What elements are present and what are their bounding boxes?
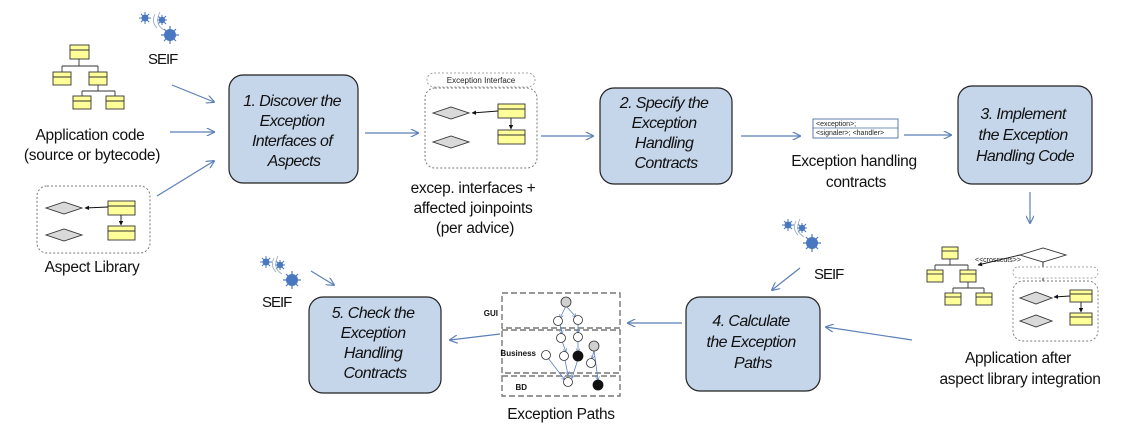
application-code-tree [52, 44, 125, 110]
step-5-line-4: Contracts [343, 365, 407, 382]
layer-gui: GUI [484, 309, 498, 318]
contracts-line-1: Exception handling [791, 153, 917, 170]
step-5-box: 5. Check the Exception Handling Contract… [308, 296, 442, 394]
exc-interfaces-line-2: affected joinpoints [414, 200, 534, 217]
seif-label-bottom: SEIF [262, 294, 292, 311]
step-4-line-1: 4. Calculate [712, 313, 790, 330]
layer-business: Business [500, 349, 536, 358]
seif-icon-top [139, 11, 179, 44]
exception-interface-artifact: Exception Interface [424, 72, 538, 169]
step-4-line-2: the Exception [706, 334, 796, 351]
svg-text:Exception handling contrac: Exception handling contracts [791, 153, 921, 191]
contracts-artifact: <exception>; <signaler>; <handler> [812, 118, 899, 139]
exc-interfaces-line-1: excep. interfaces + [411, 180, 536, 197]
step-2-line-2: Exception [632, 115, 698, 132]
step-2-box: 2. Specify the Exception Handling Contra… [599, 87, 733, 185]
seif-label-top: SEIF [148, 51, 178, 68]
step-1-line-3: Interfaces of [252, 133, 334, 150]
seif-icon-bottom [260, 255, 301, 289]
step-4-line-3: Paths [734, 355, 773, 372]
aspect-library-label: Aspect Library [45, 259, 140, 276]
step-3-line-3: Handling Code [976, 148, 1075, 165]
app-after-line-2: aspect library integration [939, 371, 1100, 388]
application-after-artifact [926, 246, 1099, 342]
svg-text:1. Discover the Exceptio: 1. Discover the Exception Interfaces of … [243, 93, 345, 170]
step-2-line-4: Contracts [634, 155, 698, 172]
arrow-seif-to-step4 [772, 267, 801, 290]
step-3-line-1: 3. Implement [980, 106, 1066, 123]
arrow-paths-to-step5 [450, 333, 501, 340]
app-code-line-1: Application code [36, 127, 145, 144]
aspect-library-artifact [36, 185, 151, 254]
svg-text:2. Specify the Exception: 2. Specify the Exception Handling Contra… [619, 95, 712, 172]
seif-icon-right [782, 218, 821, 252]
exception-interface-title: Exception Interface [447, 76, 516, 85]
crosscuts-label: <<crosscuts>> [975, 257, 1021, 264]
svg-text:Application code (source o: Application code (source or bytecode) [24, 127, 160, 164]
step-5-line-2: Exception [341, 325, 407, 342]
contract-line-1: <exception>; [816, 121, 856, 128]
arrow-application-to-step4 [826, 327, 913, 341]
step-5-line-1: 5. Check the [332, 305, 415, 322]
svg-text:5. Check the Exception: 5. Check the Exception Handling Contract… [332, 305, 419, 382]
step-2-line-3: Handling [635, 135, 694, 152]
seif-label-right: SEIF [814, 266, 844, 283]
svg-text:4. Calculate the Excepti: 4. Calculate the Exception Paths [706, 313, 799, 372]
flow-arrows [156, 84, 1030, 341]
arrow-seif-to-step1 [171, 84, 214, 102]
svg-text:Application after aspect l: Application after aspect library integra… [939, 350, 1100, 388]
step-1-line-2: Exception [260, 113, 326, 130]
contract-line-2: <signaler>; <handler> [816, 130, 884, 137]
arrow-library-to-step1 [156, 161, 214, 197]
contracts-line-2: contracts [826, 174, 887, 191]
app-after-line-1: Application after [965, 350, 1071, 367]
step-3-box: 3. Implement the Exception Handling Code [957, 85, 1093, 185]
step-1-line-4: Aspects [267, 153, 321, 170]
step-5-line-3: Handling [344, 345, 403, 362]
exception-paths-label: Exception Paths [507, 406, 615, 423]
step-4-box: 4. Calculate the Exception Paths [685, 296, 821, 392]
exc-interfaces-line-3: (per advice) [436, 220, 514, 237]
svg-text:3. Implement the Excepti: 3. Implement the Exception Handling Code [976, 106, 1075, 165]
step-3-line-2: the Exception [978, 127, 1068, 144]
arrow-seif-to-step5 [310, 270, 334, 285]
step-1-line-1: 1. Discover the [243, 93, 341, 110]
exception-paths-artifact: GUI Business BD [484, 292, 621, 397]
svg-text:excep. interfaces + affect: excep. interfaces + affected joinpoints … [411, 180, 540, 237]
layer-bd: BD [515, 383, 527, 392]
step-1-box: 1. Discover the Exception Interfaces of … [228, 74, 359, 184]
app-code-line-2: (source or bytecode) [24, 147, 160, 164]
step-2-line-1: 2. Specify the [619, 95, 709, 112]
